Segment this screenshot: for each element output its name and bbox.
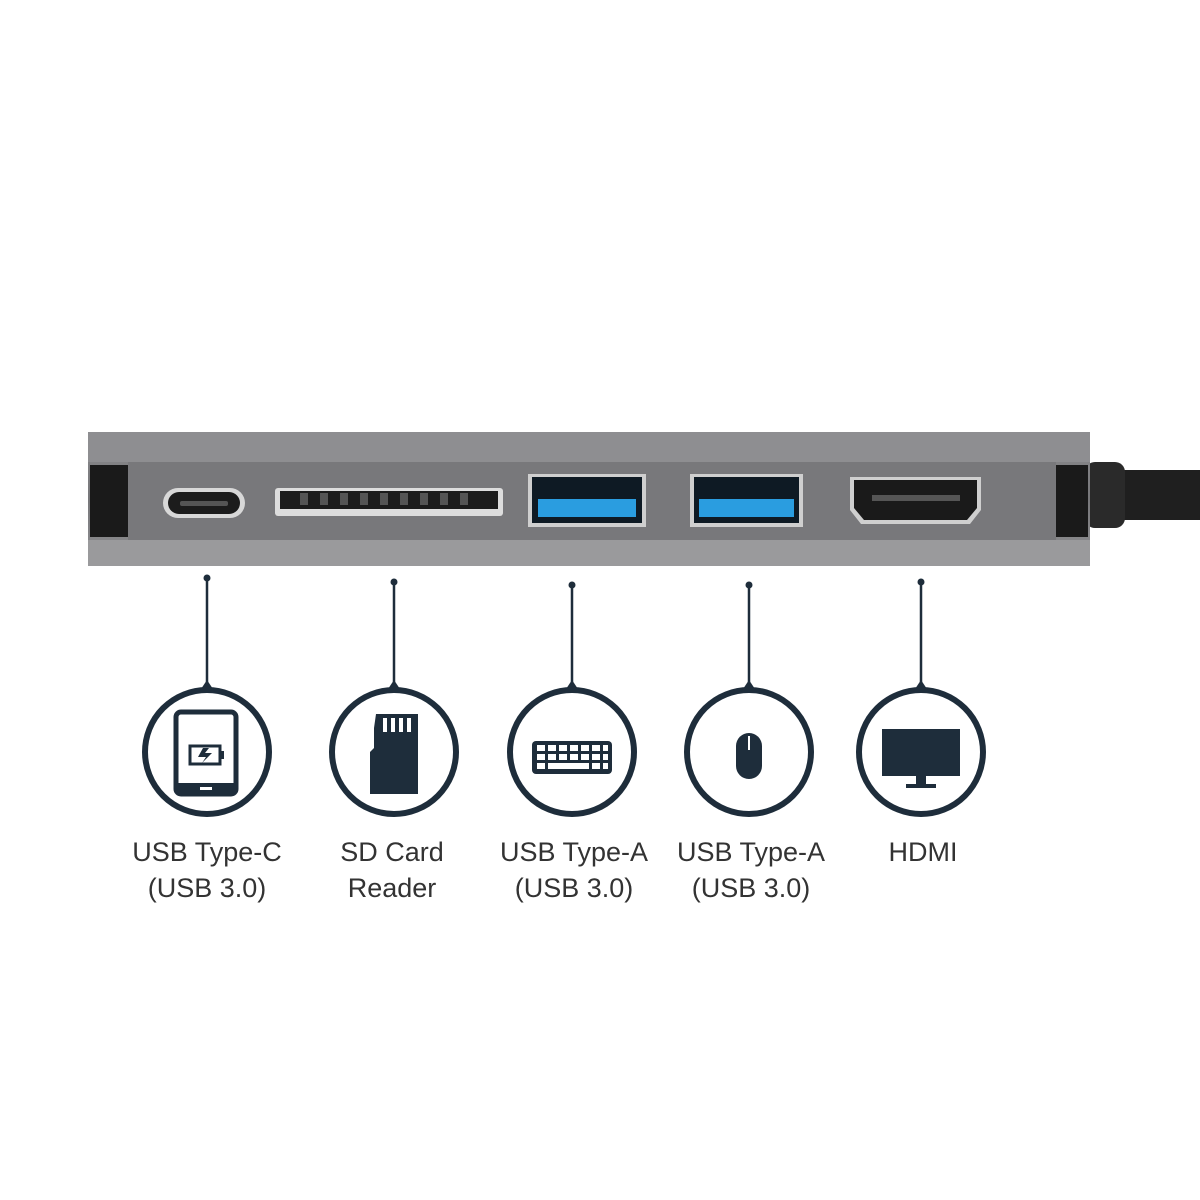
label-line2: Reader <box>347 873 437 903</box>
label-line2: (USB 3.0) <box>147 873 267 903</box>
label-line1: SD Card <box>340 837 444 867</box>
sd-card-icon <box>370 714 418 794</box>
label-line1: USB Type-A <box>676 837 826 867</box>
port-label-usb-a-1: USB Type-A (USB 3.0) <box>474 834 674 906</box>
label-line2: (USB 3.0) <box>691 873 811 903</box>
monitor-icon <box>882 729 960 788</box>
phone-charging-icon <box>173 709 239 797</box>
label-line1: USB Type-C <box>132 837 282 867</box>
label-line2: (USB 3.0) <box>514 873 634 903</box>
port-label-usb-c: USB Type-C (USB 3.0) <box>107 834 307 906</box>
label-line1: USB Type-A <box>499 837 649 867</box>
usb-c-port <box>163 488 245 518</box>
connector-lines <box>205 578 923 688</box>
keyboard-icon <box>532 741 612 774</box>
port-label-usb-a-2: USB Type-A (USB 3.0) <box>651 834 851 906</box>
label-line1: HDMI <box>888 837 958 867</box>
usb-a-port-2 <box>690 474 803 527</box>
sd-card-slot <box>275 488 503 516</box>
hdmi-port <box>850 477 981 524</box>
cable <box>1085 462 1200 528</box>
port-label-hdmi: HDMI <box>823 834 1023 870</box>
mouse-icon <box>736 733 762 779</box>
port-label-sd: SD Card Reader <box>292 834 492 906</box>
usb-a-port-1 <box>528 474 646 527</box>
